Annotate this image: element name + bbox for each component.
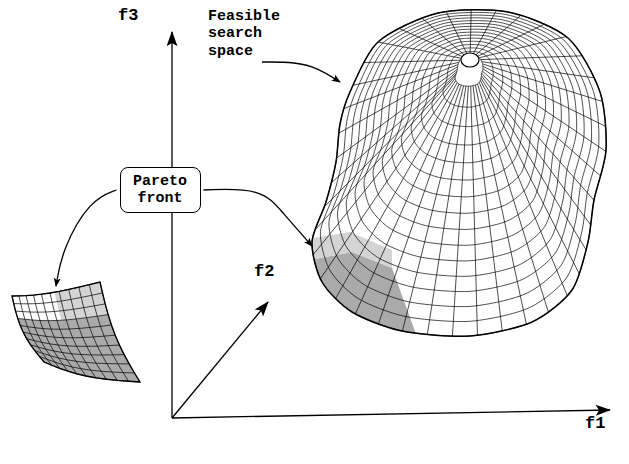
detached-pareto-front bbox=[12, 282, 140, 382]
mesh-parallel bbox=[312, 10, 606, 337]
mesh-meridian bbox=[479, 82, 567, 295]
front-grid bbox=[12, 282, 140, 382]
mesh-meridian bbox=[477, 84, 548, 312]
mesh-meridian bbox=[324, 74, 456, 207]
axis-label: f1 bbox=[585, 414, 605, 434]
mesh-meridian bbox=[483, 69, 606, 152]
mesh-meridian bbox=[482, 62, 594, 78]
mesh-meridian bbox=[353, 62, 459, 85]
mesh-meridian bbox=[482, 73, 594, 200]
mesh-meridian bbox=[473, 86, 502, 331]
mesh-meridian bbox=[477, 24, 544, 56]
mesh-meridian bbox=[315, 76, 455, 230]
front-grid-line bbox=[100, 282, 140, 382]
front-grid-line bbox=[44, 362, 140, 382]
front-grid-line bbox=[89, 285, 128, 382]
front-grid-line bbox=[20, 325, 111, 329]
mesh-meridian bbox=[336, 83, 458, 299]
pole-hole bbox=[461, 53, 479, 67]
mesh-meridian bbox=[427, 86, 466, 334]
f2-axis bbox=[172, 302, 268, 418]
label-text: f3 bbox=[118, 6, 138, 26]
mesh-parallel bbox=[364, 26, 561, 245]
axis-label: f2 bbox=[254, 262, 274, 282]
mesh-meridian bbox=[475, 15, 521, 55]
mesh-meridian bbox=[481, 56, 583, 60]
leader-arrow bbox=[204, 189, 313, 246]
front-outline bbox=[12, 282, 140, 382]
mesh-parallel bbox=[338, 18, 585, 292]
front-fill bbox=[12, 282, 140, 382]
mesh-meridian bbox=[479, 37, 566, 58]
mesh-meridian bbox=[399, 28, 463, 57]
mesh-meridian bbox=[378, 42, 461, 58]
front-grid-line bbox=[69, 289, 107, 379]
feasible-space-blob bbox=[300, 10, 606, 345]
mesh-meridian bbox=[402, 86, 463, 331]
mesh-meridian bbox=[344, 65, 458, 109]
blob-outline bbox=[312, 10, 606, 337]
axis-label: f3 bbox=[118, 6, 138, 26]
mesh-meridian bbox=[481, 78, 586, 250]
mesh-parallel bbox=[346, 21, 576, 277]
front-grid-line bbox=[35, 351, 129, 364]
box-text: Pareto front bbox=[129, 173, 192, 208]
mesh-meridian bbox=[320, 81, 455, 279]
mesh-parallel bbox=[355, 23, 569, 260]
blob-mesh bbox=[312, 10, 606, 337]
front-grid-line bbox=[50, 293, 86, 376]
region-label: Feasible search space bbox=[208, 8, 289, 60]
leader-arrows bbox=[56, 62, 340, 286]
mesh-parallel bbox=[411, 41, 520, 162]
mesh-parallel bbox=[320, 12, 599, 321]
mesh-meridian bbox=[378, 85, 461, 324]
mesh-meridian bbox=[472, 10, 496, 55]
callout-box: Pareto front bbox=[120, 167, 201, 214]
mesh-parallel bbox=[382, 32, 545, 213]
mesh-parallel bbox=[401, 38, 529, 180]
label-text: f2 bbox=[254, 262, 274, 282]
mesh-meridian bbox=[470, 10, 471, 55]
front-grid-line bbox=[79, 287, 117, 380]
mesh-parallel bbox=[392, 35, 538, 197]
mesh-meridian bbox=[471, 86, 478, 335]
label-text: f1 bbox=[585, 414, 605, 434]
mesh-meridian bbox=[483, 66, 606, 126]
mesh-meridian bbox=[482, 71, 600, 176]
mesh-meridian bbox=[446, 12, 468, 56]
front-grid-line bbox=[39, 356, 134, 373]
mesh-meridian bbox=[355, 84, 459, 314]
leader-arrow bbox=[262, 62, 340, 82]
leader-arrow bbox=[56, 190, 117, 286]
label-text: Feasible search space bbox=[208, 8, 289, 60]
mesh-meridian bbox=[475, 85, 526, 324]
mesh-parallel bbox=[329, 15, 592, 307]
mesh-meridian bbox=[364, 60, 460, 62]
f3-axis bbox=[171, 32, 172, 418]
front-grid-line bbox=[18, 315, 108, 321]
f1-axis bbox=[172, 410, 610, 418]
front-grid-line bbox=[23, 332, 115, 338]
mesh-parallel bbox=[421, 45, 512, 146]
